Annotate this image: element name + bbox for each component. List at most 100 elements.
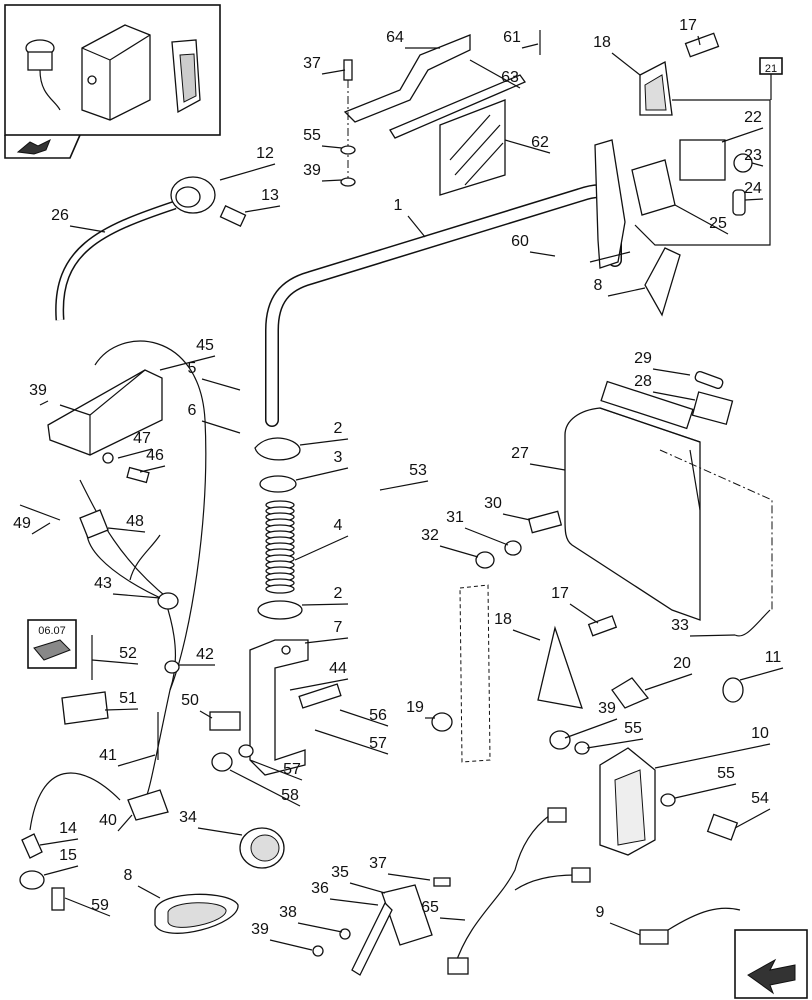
callout-51[interactable]: 51 bbox=[104, 690, 139, 711]
callout-4[interactable]: 4 bbox=[294, 517, 349, 561]
callout-40[interactable]: 40 bbox=[99, 812, 133, 832]
callout-25[interactable]: 25 bbox=[674, 204, 729, 235]
main-frame bbox=[265, 139, 626, 427]
callout-49[interactable]: 49 bbox=[13, 515, 51, 535]
callout-leader-line bbox=[304, 637, 349, 644]
callout-8[interactable]: 8 bbox=[124, 867, 161, 899]
callout-leader-line bbox=[652, 368, 691, 376]
callout-35[interactable]: 35 bbox=[331, 864, 386, 894]
callout-6[interactable]: 6 bbox=[188, 402, 241, 434]
callout-45[interactable]: 45 bbox=[159, 337, 216, 371]
callout-61[interactable]: 61 bbox=[503, 29, 539, 49]
callout-34[interactable]: 34 bbox=[179, 809, 243, 836]
callout-54[interactable]: 54 bbox=[734, 790, 771, 829]
callout-17[interactable]: 17 bbox=[679, 17, 701, 46]
callout-number: 37 bbox=[369, 855, 387, 872]
inset-overview bbox=[4, 4, 221, 159]
callout-13[interactable]: 13 bbox=[244, 187, 281, 213]
callout-23[interactable]: 23 bbox=[744, 147, 764, 167]
callout-39[interactable]: 39 bbox=[251, 921, 313, 951]
callout-53[interactable]: 53 bbox=[379, 462, 429, 491]
callout-24[interactable]: 24 bbox=[744, 180, 764, 201]
callout-43[interactable]: 43 bbox=[94, 575, 161, 599]
callout-5[interactable]: 5 bbox=[188, 360, 241, 391]
callout-57[interactable]: 57 bbox=[314, 729, 389, 755]
callout-55[interactable]: 55 bbox=[586, 720, 644, 749]
callout-18[interactable]: 18 bbox=[494, 611, 541, 641]
callout-55[interactable]: 55 bbox=[303, 127, 343, 149]
callout-32[interactable]: 32 bbox=[421, 527, 479, 558]
callout-12[interactable]: 12 bbox=[219, 145, 276, 181]
callout-19[interactable]: 19 bbox=[406, 699, 435, 719]
callout-14[interactable]: 14 bbox=[39, 820, 79, 846]
callout-18[interactable]: 18 bbox=[593, 34, 641, 76]
next-page-arrow-icon[interactable] bbox=[734, 929, 808, 999]
callout-62[interactable]: 62 bbox=[504, 134, 551, 154]
callout-number: 61 bbox=[503, 29, 521, 46]
callout-47[interactable]: 47 bbox=[117, 430, 153, 459]
callout-26[interactable]: 26 bbox=[51, 207, 106, 233]
callout-2[interactable]: 2 bbox=[301, 585, 349, 606]
callout-37[interactable]: 37 bbox=[369, 855, 431, 881]
callout-number: 64 bbox=[386, 29, 404, 46]
callout-15[interactable]: 15 bbox=[43, 847, 79, 876]
callout-28[interactable]: 28 bbox=[634, 373, 696, 401]
callout-number: 33 bbox=[671, 617, 689, 634]
callout-44[interactable]: 44 bbox=[289, 660, 349, 691]
callout-17[interactable]: 17 bbox=[551, 585, 599, 624]
callout-57[interactable]: 57 bbox=[249, 759, 303, 781]
callout-36[interactable]: 36 bbox=[311, 880, 379, 906]
callout-22[interactable]: 22 bbox=[721, 109, 764, 143]
callout-65[interactable]: 65 bbox=[421, 899, 466, 921]
callout-9[interactable]: 9 bbox=[596, 904, 641, 936]
callout-number: 11 bbox=[765, 649, 782, 666]
callout-63[interactable]: 63 bbox=[469, 59, 521, 89]
callout-39[interactable]: 39 bbox=[303, 162, 343, 182]
callout-29[interactable]: 29 bbox=[634, 350, 691, 376]
callout-31[interactable]: 31 bbox=[446, 509, 509, 546]
callout-number: 29 bbox=[634, 350, 652, 367]
callout-39[interactable]: 39 bbox=[564, 700, 618, 739]
navigation-arrow-icon[interactable] bbox=[16, 138, 51, 155]
callout-10[interactable]: 10 bbox=[654, 725, 771, 769]
callout-leader-line bbox=[249, 759, 303, 781]
callout-2[interactable]: 2 bbox=[299, 420, 349, 446]
callout-30[interactable]: 30 bbox=[484, 495, 531, 521]
callout-52[interactable]: 52 bbox=[91, 645, 139, 665]
callout-42[interactable]: 42 bbox=[178, 646, 215, 666]
callout-leader-line bbox=[521, 43, 539, 49]
callout-55[interactable]: 55 bbox=[674, 765, 737, 799]
callout-leader-line bbox=[387, 873, 431, 881]
callout-7[interactable]: 7 bbox=[304, 619, 349, 644]
callout-number: 39 bbox=[251, 921, 269, 938]
callout-8[interactable]: 8 bbox=[594, 277, 646, 297]
callout-50[interactable]: 50 bbox=[181, 692, 213, 719]
callout-number: 5 bbox=[188, 360, 197, 377]
callout-3[interactable]: 3 bbox=[295, 449, 349, 481]
callout-leader-line bbox=[469, 59, 521, 89]
callout-60[interactable]: 60 bbox=[511, 233, 556, 257]
callout-64[interactable]: 64 bbox=[386, 29, 440, 49]
callout-48[interactable]: 48 bbox=[107, 513, 146, 533]
callout-33[interactable]: 33 bbox=[671, 617, 736, 637]
callout-1[interactable]: 1 bbox=[394, 197, 426, 238]
callout-number: 59 bbox=[91, 897, 109, 914]
callout-11[interactable]: 11 bbox=[739, 649, 784, 681]
reference-box-06-07[interactable]: 06.07 bbox=[27, 619, 77, 669]
bottom-parts bbox=[154, 807, 741, 976]
callout-27[interactable]: 27 bbox=[511, 445, 566, 471]
callout-number: 52 bbox=[119, 645, 137, 662]
callout-58[interactable]: 58 bbox=[229, 769, 301, 807]
callout-39[interactable]: 39 bbox=[29, 382, 49, 406]
callout-56[interactable]: 56 bbox=[339, 707, 389, 727]
reference-box-21[interactable]: 21 bbox=[765, 63, 777, 75]
callout-59[interactable]: 59 bbox=[64, 897, 111, 917]
callout-leader-line bbox=[407, 215, 426, 238]
callout-20[interactable]: 20 bbox=[644, 655, 693, 691]
callout-41[interactable]: 41 bbox=[99, 747, 156, 767]
cover-27 bbox=[475, 370, 773, 637]
callout-46[interactable]: 46 bbox=[139, 447, 166, 473]
callout-38[interactable]: 38 bbox=[279, 904, 343, 933]
callout-37[interactable]: 37 bbox=[303, 55, 346, 75]
